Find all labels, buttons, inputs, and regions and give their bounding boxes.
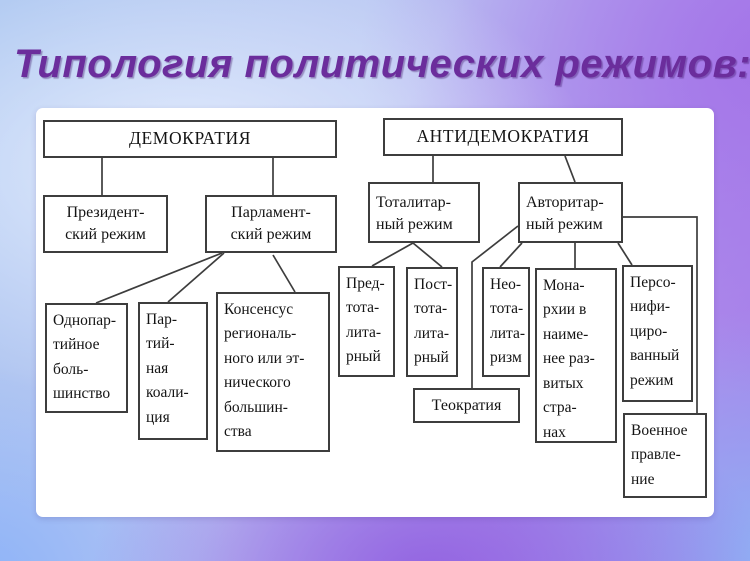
node-post-totalitarian: Пост- тота- лита- рный: [406, 267, 458, 377]
node-one-party-majority: Однопар- тийное боль- шинство: [45, 303, 128, 413]
page-title: Типология политических режимов:: [14, 42, 750, 86]
node-monarchies: Мона- рхии в наиме- нее раз- витых стра-…: [535, 268, 617, 443]
diagram-panel: ДЕМОКРАТИЯ АНТИДЕМОКРАТИЯ Президент- ски…: [36, 108, 714, 517]
edge-authoritarian-neo: [499, 242, 523, 268]
edge-parliamentary-one-party: [95, 252, 223, 304]
node-democracy: ДЕМОКРАТИЯ: [43, 120, 337, 158]
edge-totalitarian-pre: [371, 242, 414, 267]
connector-lines: [95, 155, 698, 413]
node-totalitarian-regime: Тоталитар- ный режим: [368, 182, 480, 243]
node-consensus-majority: Консенсус региональ- ного или эт- ническ…: [216, 292, 330, 452]
edge-parliamentary-party-coalition: [167, 252, 225, 303]
node-parliamentary-regime: Парламент- ский режим: [205, 195, 337, 253]
edge-antidemocracy-authoritarian: [564, 155, 576, 183]
edge-totalitarian-post: [412, 242, 443, 268]
node-personified-regime: Персо- нифи- циро- ванный режим: [622, 265, 693, 402]
node-authoritarian-regime: Авторитар- ный режим: [518, 182, 623, 243]
edge-parliamentary-consensus: [272, 254, 296, 293]
node-party-coalition: Пар- тий- ная коали- ция: [138, 302, 208, 440]
node-antidemocracy: АНТИДЕМОКРАТИЯ: [383, 118, 623, 156]
edge-authoritarian-military: [623, 216, 698, 413]
node-neo-totalitarianism: Нео- тота- лита- ризм: [482, 267, 530, 377]
edge-authoritarian-theocracy: [471, 225, 519, 388]
node-presidential-regime: Президент- ский режим: [43, 195, 168, 253]
edge-authoritarian-personified: [617, 242, 633, 266]
node-pre-totalitarian: Пред- тота- лита- рный: [338, 266, 395, 377]
node-theocracy: Теократия: [413, 388, 520, 423]
node-military-rule: Военное правле- ние: [623, 413, 707, 498]
